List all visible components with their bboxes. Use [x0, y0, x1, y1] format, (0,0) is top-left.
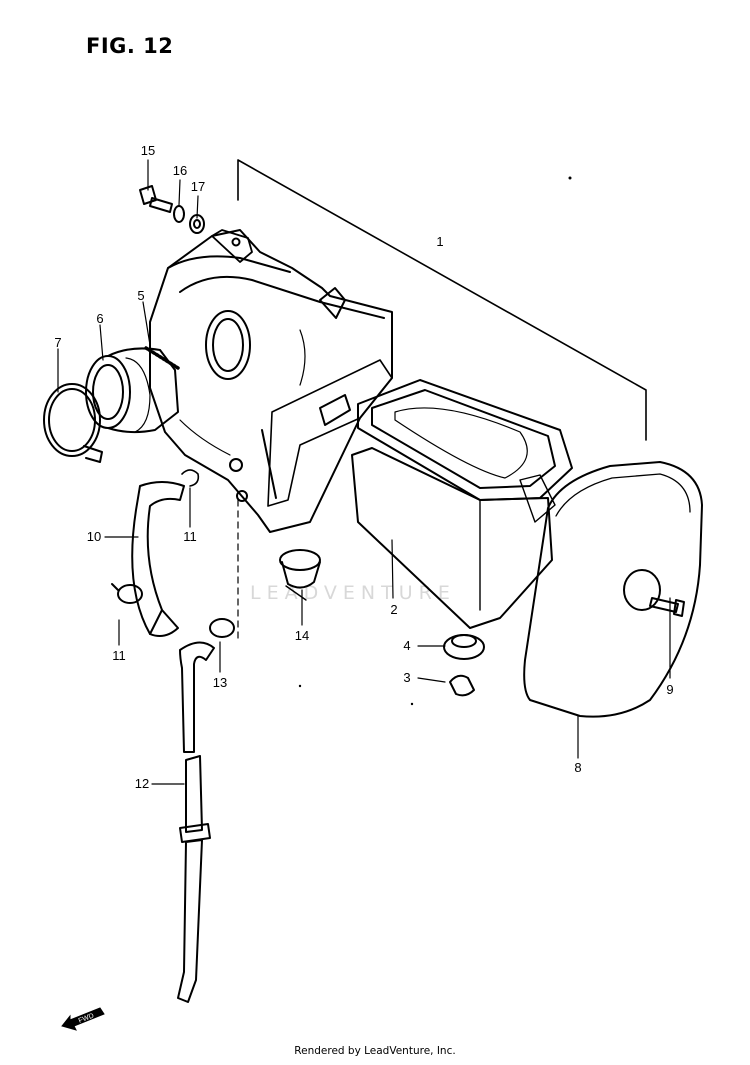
callout-12: 12	[134, 776, 150, 791]
assembly-bracket	[237, 159, 647, 441]
bolt-15	[139, 185, 173, 213]
callout-16: 16	[172, 163, 188, 178]
callout-2: 2	[390, 602, 398, 617]
forward-arrow-icon: FWD	[61, 1007, 105, 1031]
callout-11-lower: 11	[112, 648, 126, 663]
washer-16	[173, 205, 185, 223]
cushion-4	[443, 634, 485, 660]
callout-8: 8	[574, 760, 582, 775]
callout-14: 14	[294, 628, 310, 643]
clip-11-lower	[111, 583, 143, 604]
fwd-label: FWD	[78, 1012, 95, 1024]
callout-9: 9	[666, 682, 674, 697]
credit-footer: Rendered by LeadVenture, Inc.	[294, 1045, 456, 1057]
callout-1: 1	[436, 234, 444, 249]
leader-lines	[57, 159, 671, 785]
air-cleaner-cover	[523, 461, 703, 718]
callout-10: 10	[86, 529, 102, 544]
nut-3	[449, 674, 475, 697]
drain-hose-10	[131, 481, 185, 637]
callout-7: 7	[54, 335, 62, 350]
callout-11-upper: 11	[183, 529, 197, 544]
callout-3: 3	[403, 670, 411, 685]
screw-9	[649, 597, 685, 617]
figure-title: FIG. 12	[86, 34, 174, 58]
callout-13: 13	[212, 675, 228, 690]
washer-17	[189, 214, 205, 234]
intake-pipe	[85, 346, 180, 434]
air-filter-element	[351, 379, 573, 629]
callout-15: 15	[140, 143, 156, 158]
clip-11-upper	[181, 469, 200, 487]
clip-13	[209, 618, 235, 638]
callout-17: 17	[190, 179, 206, 194]
grommet-14	[279, 549, 321, 601]
clamp-7	[43, 383, 103, 463]
callout-5: 5	[137, 288, 145, 303]
drain-hose-12	[177, 641, 215, 1003]
air-cleaner-case	[149, 229, 393, 533]
callout-4: 4	[403, 638, 411, 653]
callout-6: 6	[96, 311, 104, 326]
